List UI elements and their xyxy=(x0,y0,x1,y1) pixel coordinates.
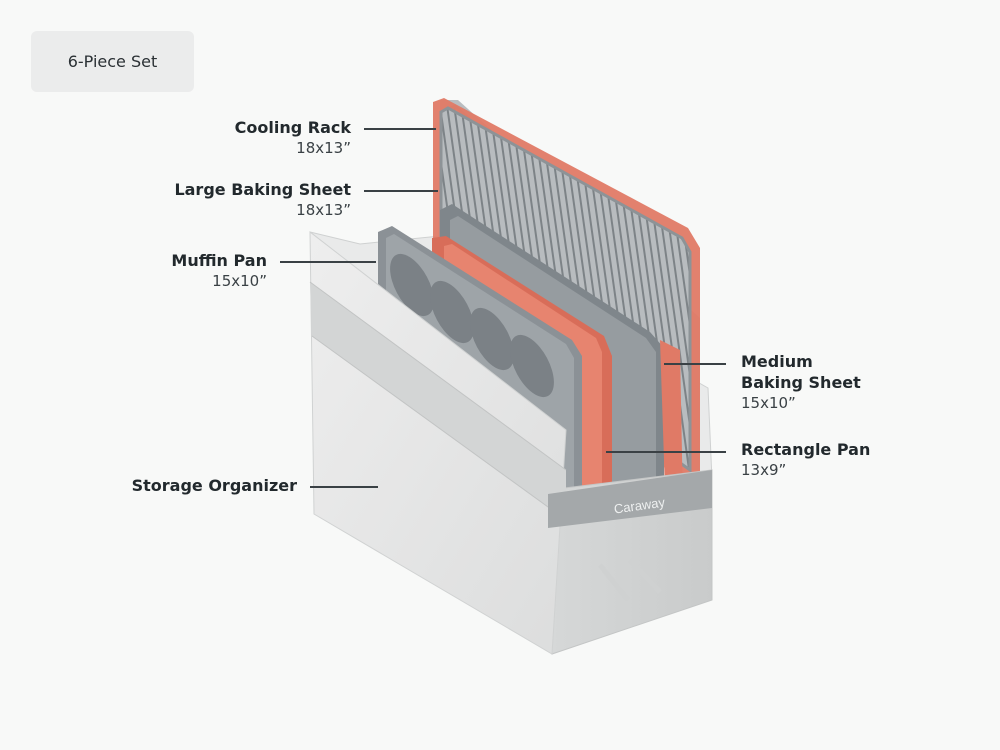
set-badge: 6-Piece Set xyxy=(31,31,194,92)
organizer-end-band xyxy=(548,470,712,528)
muffin-pan-size: 15x10” xyxy=(212,271,267,290)
set-badge-label: 6-Piece Set xyxy=(67,52,158,71)
brand-logo: Caraway xyxy=(613,494,666,516)
rectangle-pan-label: Rectangle Pan xyxy=(741,440,871,459)
organizer-band xyxy=(310,282,566,520)
callout-medium-baking-sheet: Medium Baking Sheet 15x10” xyxy=(741,352,861,413)
large-baking-sheet-leader xyxy=(364,190,438,192)
callout-storage-organizer: Storage Organizer xyxy=(132,476,297,497)
muffin-pan-label: Muffin Pan xyxy=(171,251,267,270)
medium-baking-sheet-label-line1: Medium xyxy=(741,352,813,371)
large-baking-sheet-size: 18x13” xyxy=(296,200,351,219)
storage-organizer-leader xyxy=(310,486,378,488)
medium-baking-sheet-label-line2: Baking Sheet xyxy=(741,372,861,392)
callout-large-baking-sheet: Large Baking Sheet 18x13” xyxy=(174,180,351,220)
cooling-rack-size: 18x13” xyxy=(296,138,351,157)
callout-muffin-pan: Muffin Pan 15x10” xyxy=(171,251,267,291)
storage-organizer-label: Storage Organizer xyxy=(131,476,297,495)
rectangle-pan-leader xyxy=(606,451,726,453)
medium-baking-sheet-leader xyxy=(664,363,726,365)
cooling-rack-label: Cooling Rack xyxy=(234,118,351,137)
muffin-pan-leader xyxy=(280,261,376,263)
large-baking-sheet-label: Large Baking Sheet xyxy=(174,180,351,199)
rectangle-pan-size: 13x9” xyxy=(741,460,787,479)
cooling-rack-leader xyxy=(364,128,436,130)
callout-rectangle-pan: Rectangle Pan 13x9” xyxy=(741,440,870,480)
callout-cooling-rack: Cooling Rack 18x13” xyxy=(235,118,351,158)
medium-baking-sheet-size: 15x10” xyxy=(741,393,796,412)
